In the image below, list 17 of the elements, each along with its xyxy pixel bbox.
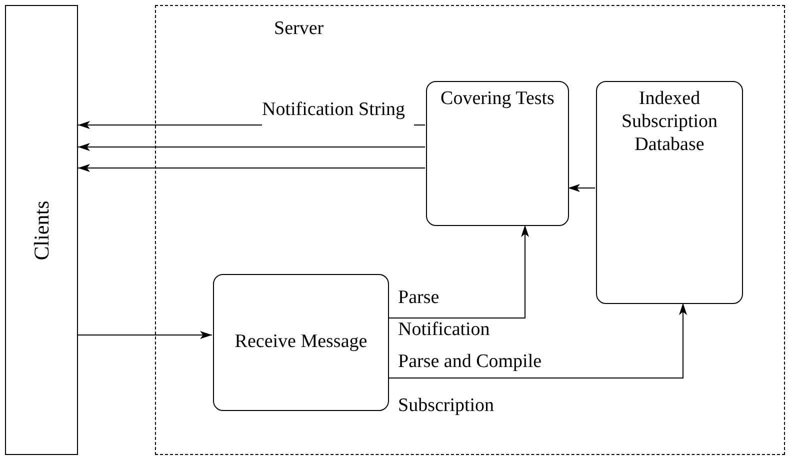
database-box	[596, 81, 743, 304]
arrow	[78, 164, 426, 172]
node-label: Indexed Subscription Database	[620, 88, 719, 156]
group-title: Server	[274, 18, 324, 40]
arrow	[568, 184, 596, 192]
node-label: Clients	[29, 200, 54, 260]
edge-label: Parse and Compile Subscription	[398, 350, 543, 418]
arrow	[78, 143, 426, 151]
clients-box	[5, 5, 78, 455]
node-label: Receive Message	[234, 331, 368, 354]
process-box	[426, 81, 569, 226]
arrow	[388, 224, 529, 318]
node-label: Covering Tests	[440, 88, 554, 111]
edge-label: Parse Notification	[398, 286, 491, 342]
arrow	[78, 331, 212, 339]
arrow	[388, 302, 687, 378]
process-box	[213, 274, 389, 411]
